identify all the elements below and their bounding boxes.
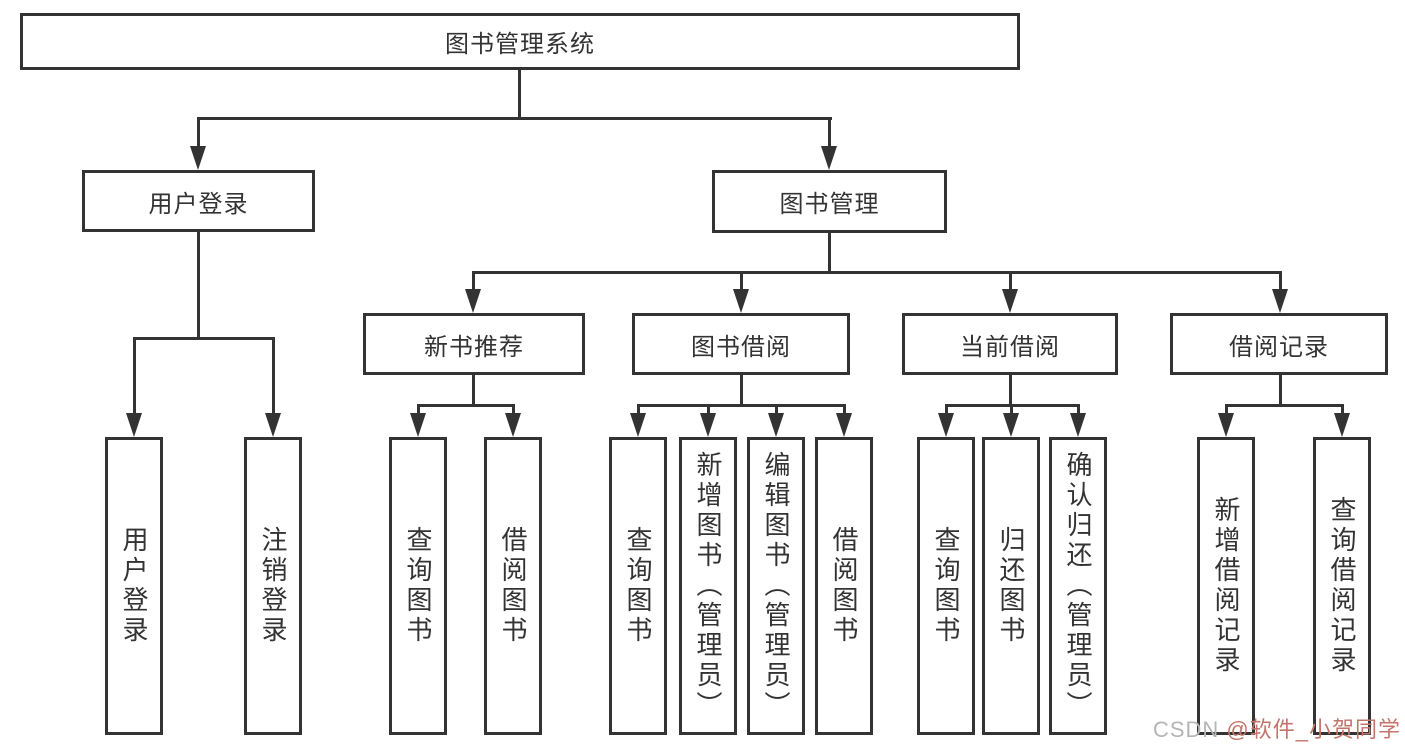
node-label: 查询图书 bbox=[623, 526, 653, 646]
node-cb-return-books: 归还图书 bbox=[982, 437, 1040, 735]
node-borrow-records: 借阅记录 bbox=[1170, 313, 1388, 375]
node-library-management-system: 图书管理系统 bbox=[20, 13, 1020, 70]
node-label: 新增借阅记录 bbox=[1211, 496, 1241, 676]
connector-borrow-records-bus bbox=[1225, 404, 1344, 407]
connector-drop-logout bbox=[272, 337, 275, 415]
arrow-down-icon bbox=[505, 413, 521, 437]
arrow-down-icon bbox=[265, 413, 281, 437]
node-label: 图书管理系统 bbox=[445, 31, 595, 58]
node-br-query-record: 查询借阅记录 bbox=[1313, 437, 1371, 735]
node-logout-action: 注销登录 bbox=[244, 437, 302, 735]
connector-drop-book-borrow bbox=[740, 271, 743, 291]
connector-drop-new-book bbox=[472, 271, 475, 291]
connector-book-mgmt-bus bbox=[472, 271, 1282, 274]
connector-root-bus bbox=[197, 117, 832, 120]
node-user-login-group: 用户登录 bbox=[82, 170, 315, 232]
connector-new-book-stem bbox=[472, 375, 475, 406]
node-label: 新增图书（管理员） bbox=[693, 451, 723, 721]
node-br-add-record: 新增借阅记录 bbox=[1197, 437, 1255, 735]
connector-drop bbox=[707, 404, 710, 416]
node-label: 归还图书 bbox=[996, 526, 1026, 646]
arrow-down-icon bbox=[768, 413, 784, 437]
node-bb-query-books: 查询图书 bbox=[609, 437, 667, 735]
arrow-down-icon bbox=[1002, 289, 1018, 313]
node-label: 借阅图书 bbox=[829, 526, 859, 646]
node-cb-query-books: 查询图书 bbox=[917, 437, 975, 735]
node-book-management: 图书管理 bbox=[712, 170, 947, 233]
connector-drop-borrow-records bbox=[1279, 271, 1282, 291]
connector-drop bbox=[945, 404, 948, 416]
connector-drop bbox=[1077, 404, 1080, 416]
node-nb-borrow-books: 借阅图书 bbox=[484, 437, 542, 735]
node-label: 查询图书 bbox=[931, 526, 961, 646]
node-label: 用户登录 bbox=[119, 526, 149, 646]
connector-user-login-bus bbox=[133, 337, 275, 340]
arrow-down-icon bbox=[1272, 289, 1288, 313]
connector-drop bbox=[1010, 404, 1013, 416]
arrow-down-icon bbox=[938, 413, 954, 437]
connector-drop bbox=[512, 404, 515, 416]
arrow-down-icon bbox=[733, 289, 749, 313]
connector-drop bbox=[637, 404, 640, 416]
arrow-down-icon bbox=[190, 146, 206, 170]
arrow-down-icon bbox=[410, 413, 426, 437]
connector-drop-user-login bbox=[197, 117, 200, 149]
node-label: 查询图书 bbox=[403, 526, 433, 646]
node-bb-add-books-admin: 新增图书（管理员） bbox=[679, 437, 737, 735]
connector-user-login-stem bbox=[197, 232, 200, 338]
node-cb-confirm-return-admin: 确认归还（管理员） bbox=[1049, 437, 1107, 735]
arrow-down-icon bbox=[1218, 413, 1234, 437]
connector-drop-current-borrow bbox=[1009, 271, 1012, 291]
connector-borrow-records-stem bbox=[1279, 375, 1282, 406]
arrow-down-icon bbox=[700, 413, 716, 437]
connector-current-borrow-stem bbox=[1009, 375, 1012, 406]
connector-book-mgmt-stem bbox=[828, 233, 831, 272]
arrow-down-icon bbox=[465, 289, 481, 313]
node-label: 注销登录 bbox=[258, 526, 288, 646]
node-bb-borrow-books: 借阅图书 bbox=[815, 437, 873, 735]
arrow-down-icon bbox=[821, 146, 837, 170]
node-label: 图书管理 bbox=[779, 191, 880, 218]
node-current-borrowing: 当前借阅 bbox=[902, 313, 1118, 375]
arrow-down-icon bbox=[1003, 413, 1019, 437]
arrow-down-icon bbox=[836, 413, 852, 437]
connector-drop bbox=[775, 404, 778, 416]
node-user-login-action: 用户登录 bbox=[105, 437, 163, 735]
node-label: 查询借阅记录 bbox=[1327, 496, 1357, 676]
connector-book-borrow-stem bbox=[740, 375, 743, 406]
connector-drop bbox=[417, 404, 420, 416]
node-bb-edit-books-admin: 编辑图书（管理员） bbox=[747, 437, 805, 735]
node-nb-query-books: 查询图书 bbox=[389, 437, 447, 735]
node-label: 编辑图书（管理员） bbox=[761, 451, 791, 721]
node-new-book-recommend: 新书推荐 bbox=[363, 313, 585, 375]
node-label: 图书借阅 bbox=[691, 333, 791, 361]
connector-book-borrow-bus bbox=[637, 404, 846, 407]
arrow-down-icon bbox=[126, 413, 142, 437]
arrow-down-icon bbox=[1334, 413, 1350, 437]
node-label: 借阅记录 bbox=[1229, 333, 1329, 361]
node-label: 当前借阅 bbox=[960, 333, 1060, 361]
node-label: 借阅图书 bbox=[498, 526, 528, 646]
node-label: 确认归还（管理员） bbox=[1063, 451, 1093, 721]
connector-root-stem bbox=[518, 70, 521, 118]
connector-drop bbox=[1341, 404, 1344, 416]
connector-drop-book-management bbox=[828, 117, 831, 149]
node-label: 用户登录 bbox=[148, 190, 249, 218]
node-label: 新书推荐 bbox=[424, 333, 524, 361]
arrow-down-icon bbox=[630, 413, 646, 437]
watermark-brand: CSDN bbox=[1152, 717, 1227, 742]
watermark-handle: @软件_小贺同学 bbox=[1226, 717, 1401, 742]
connector-drop-login bbox=[133, 337, 136, 415]
connector-drop bbox=[1225, 404, 1228, 416]
arrow-down-icon bbox=[1070, 413, 1086, 437]
connector-drop bbox=[843, 404, 846, 416]
connector-new-book-bus bbox=[417, 404, 515, 407]
node-book-borrowing: 图书借阅 bbox=[632, 313, 850, 375]
csdn-watermark: CSDN @软件_小贺同学 bbox=[1153, 712, 1401, 744]
